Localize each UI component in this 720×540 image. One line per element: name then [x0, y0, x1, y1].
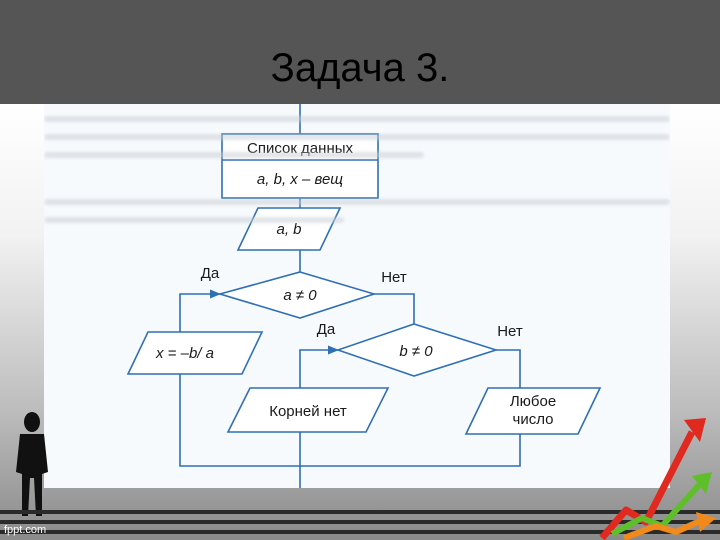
faint-background-text-line: [44, 134, 670, 140]
title-bar: [0, 0, 720, 104]
fppt-logo: fppt.com: [4, 524, 47, 536]
data-block-body: a, b, x – вещ: [257, 171, 343, 188]
output-any-line1: Любое: [510, 393, 556, 410]
faint-background-text-line: [44, 217, 344, 223]
input-label: a, b: [276, 221, 301, 238]
faint-background-text-line: [44, 199, 670, 205]
decision1-label: a ≠ 0: [283, 287, 317, 304]
output-x-label: x = –b/ a: [155, 345, 214, 362]
slide-title: Задача 3.: [270, 46, 450, 90]
merge-line: [179, 374, 521, 467]
decision2-yes-label: Да: [317, 321, 336, 338]
no-branch-line: [374, 293, 415, 332]
decorative-stripes: [0, 508, 720, 540]
output-any-number-parallelogram: [464, 387, 602, 435]
flowchart: Список данных a, b, x – вещ a, b a ≠ 0 Д…: [126, 104, 602, 488]
yes-branch-line: [179, 289, 222, 332]
decision2-label: b ≠ 0: [399, 343, 433, 360]
faint-background-text-line: [44, 116, 670, 122]
output-no-roots-parallelogram: [226, 387, 390, 433]
yes-branch-line-2: [299, 345, 340, 388]
decision2-no-label: Нет: [497, 323, 523, 340]
growth-arrows-icon: [599, 418, 716, 540]
businessman-silhouette: [16, 412, 48, 516]
flowchart-panel: Список данных a, b, x – вещ a, b a ≠ 0 Д…: [44, 104, 670, 488]
faint-background-text-line: [44, 152, 424, 158]
decision1-no-label: Нет: [381, 269, 407, 286]
output-any-line2: число: [513, 411, 554, 428]
decision-a-nonzero: [217, 271, 377, 319]
output-no-roots-label: Корней нет: [269, 403, 347, 420]
no-branch-line-2: [496, 349, 521, 388]
output-x-parallelogram: [126, 331, 264, 375]
decision-b-nonzero: [335, 323, 499, 377]
decision1-yes-label: Да: [201, 265, 220, 282]
